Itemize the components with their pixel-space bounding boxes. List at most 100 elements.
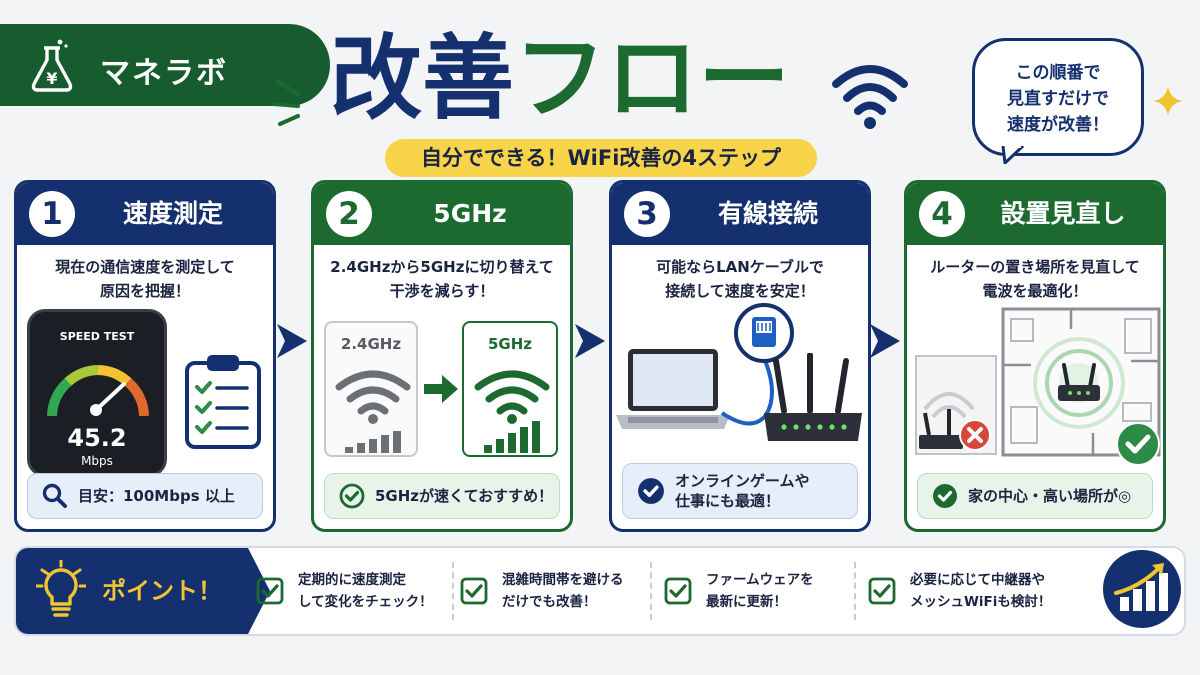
arrow-right-icon [870,324,900,358]
step-footer: オンラインゲームや 仕事にも最適！ [622,463,858,519]
clipboard-checklist-icon [185,355,261,449]
footer-text: オンラインゲームや 仕事にも最適！ [675,471,810,511]
laptop-icon [616,349,730,429]
checkbox-icon [460,577,488,605]
step-title: 5GHz [433,199,507,228]
point-line: 必要に応じて中継器や [910,572,1045,588]
sparkle-icon [1153,86,1183,116]
point-line: ファームウェアを [706,572,814,588]
band-panel-5ghz: 5GHz [462,321,558,457]
subtitle-banner: 自分でできる！WiFi改善の4ステップ [385,139,817,177]
step-footer: 家の中心・高い場所が◎ [917,473,1153,519]
step-description: 2.4GHzから5GHzに切り替えて 干渉を減らす！ [314,245,570,309]
wifi-icon [832,65,908,129]
check-circle-icon [638,478,664,504]
speech-bubble: この順番で 見直すだけで 速度が改善！ [972,38,1144,156]
step-title: 設置見直し [1000,199,1126,228]
desc-line: 現在の通信速度を測定して [55,258,235,276]
brand-name: マネラボ [100,56,228,91]
step-title: 有線接続 [717,199,818,228]
title-part-1: 改善 [330,25,515,132]
checkbox-icon [664,577,692,605]
step-card-3: 3 有線接続 可能ならLANケーブルで 接続して速度を安定！ [609,180,871,532]
step-illustration: SPEED TEST 45.2 Mbps [17,309,273,477]
point-line: メッシュWiFiも検討！ [910,594,1052,610]
desc-line: ルーターの置き場所を見直して [930,258,1140,276]
points-label: ポイント！ [102,577,222,605]
step-card-2: 2 5GHz 2.4GHzから5GHzに切り替えて 干渉を減らす！ 2.4GHz [311,180,573,532]
point-text: 定期的に速度測定 して変化をチェック！ [298,569,433,613]
step-title: 速度測定 [122,199,223,228]
title-part-2: フロー [514,25,791,132]
brand-bar [0,24,330,106]
point-item: 定期的に速度測定 して変化をチェック！ [256,548,451,634]
footer-line: 目安：100Mbps 以上 [78,487,235,505]
speed-unit: Mbps [81,454,113,468]
step-footer: 目安：100Mbps 以上 [27,473,263,519]
point-line: だけでも改善！ [502,594,597,610]
speech-bubble-tail [1001,146,1025,164]
checkbox-icon [868,577,896,605]
step-header: 1 速度測定 [17,183,273,245]
check-mark-icon [1116,422,1160,466]
point-line: 混雑時間帯を避ける [502,572,624,588]
step-illustration [612,303,868,469]
footer-line: 家の中心・高い場所が◎ [968,487,1132,505]
desc-line: 2.4GHzから5GHzに切り替えて [330,258,554,276]
phone-screen-title: SPEED TEST [59,330,135,343]
wifi-weak-icon [335,370,411,453]
search-icon [42,483,67,508]
points-header: ポイント！ [16,548,248,634]
band-panel-24ghz: 2.4GHz [324,321,418,457]
point-text: ファームウェアを 最新に更新！ [706,569,814,613]
footer-line: オンラインゲームや [675,472,810,490]
points-bar: ポイント！ 定期的に速度測定 して変化をチェック！ 混雑時間帯を避ける だけでも… [14,546,1186,636]
desc-line: 電波を最適化！ [982,282,1088,300]
step-number: 4 [919,191,965,237]
desc-line: 干渉を減らす！ [389,282,495,300]
svg-text:¥: ¥ [46,69,57,88]
step-card-4: 4 設置見直し ルーターの置き場所を見直して 電波を最適化！ [904,180,1166,532]
check-circle-icon [933,484,957,508]
bubble-line: 速度が改善！ [1007,115,1109,135]
arrow-right-icon [277,324,307,358]
desc-line: 原因を把握！ [99,282,190,300]
footer-text: 5GHzが速くておすすめ！ [375,486,553,506]
step-illustration [907,307,1163,469]
growth-chart-icon [1103,550,1181,628]
speedometer-icon [47,365,149,417]
checkbox-icon [256,577,284,605]
router-icon [764,353,862,441]
desc-line: 可能ならLANケーブルで [656,258,824,276]
step-number: 1 [29,191,75,237]
bubble-line: 見直すだけで [1007,89,1109,109]
step-number: 2 [326,191,372,237]
point-text: 混雑時間帯を避ける だけでも改善！ [502,569,624,613]
band-label-5ghz: 5GHz [487,335,533,353]
step-description: ルーターの置き場所を見直して 電波を最適化！ [907,245,1163,309]
step-number: 3 [624,191,670,237]
point-text: 必要に応じて中継器や メッシュWiFiも検討！ [910,569,1051,613]
point-line: 定期的に速度測定 [298,572,406,588]
step-header: 2 5GHz [314,183,570,245]
step-card-1: 1 速度測定 現在の通信速度を測定して 原因を把握！ SPEED TEST 45… [14,180,276,532]
wifi-strong-icon [474,370,550,453]
point-line: 最新に更新！ [706,594,787,610]
step-illustration: 2.4GHz 5GHz [314,309,570,469]
step-header: 3 有線接続 [612,183,868,245]
desc-line: 接続して速度を安定！ [665,282,815,300]
step-description: 現在の通信速度を測定して 原因を把握！ [17,245,273,309]
speed-value: 45.2 [67,424,127,452]
arrow-right-icon [424,375,458,403]
bubble-line: この順番で [1015,63,1101,83]
smartphone-icon: SPEED TEST 45.2 Mbps [27,309,167,477]
footer-line: 5GHzが速くておすすめ！ [375,487,554,505]
footer-line: 仕事にも最適！ [675,492,781,510]
emphasis-lines-icon [272,80,300,126]
step-description: 可能ならLANケーブルで 接続して速度を安定！ [612,245,868,309]
router-center-icon [1058,363,1100,401]
footer-text: 家の中心・高い場所が◎ [968,486,1131,506]
page-title: 改善フロー [330,24,820,134]
x-mark-icon [959,419,991,451]
arrow-right-icon [575,324,605,358]
